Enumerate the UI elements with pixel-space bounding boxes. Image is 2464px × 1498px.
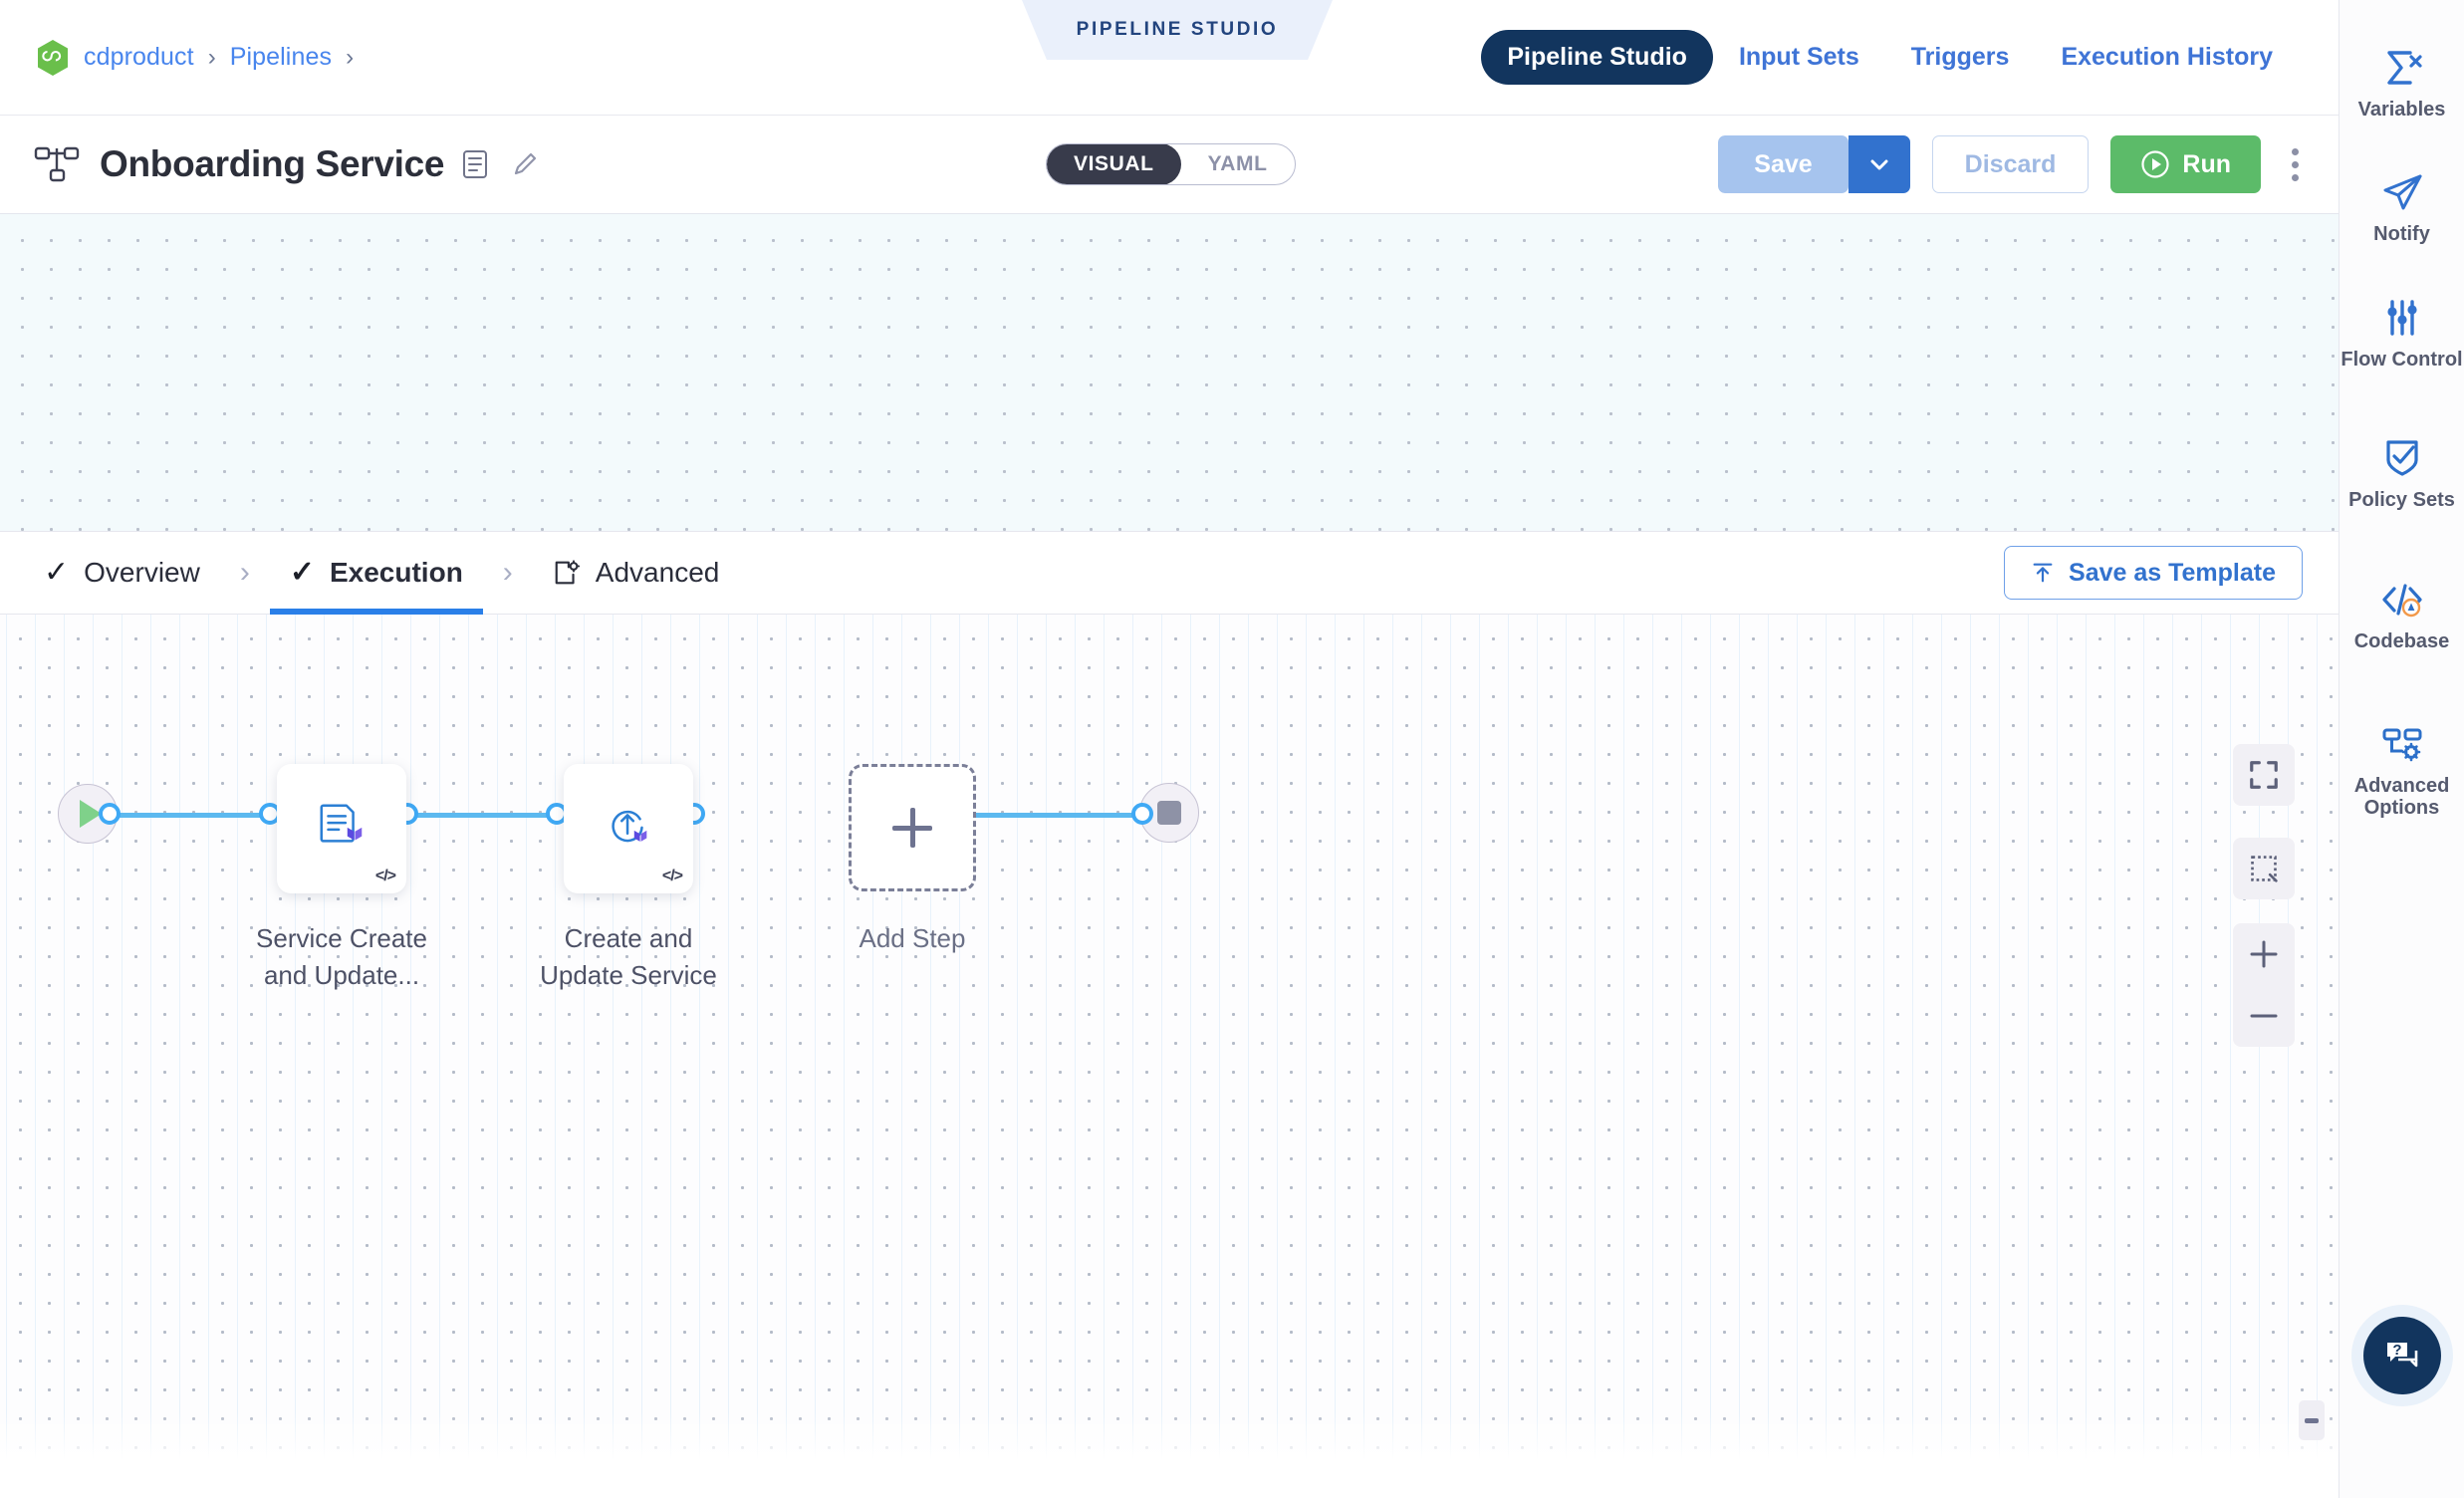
execution-zoom-controls [2233,923,2295,1047]
step1-label-line2: and Update... [263,960,420,991]
check-icon: ✓ [289,556,315,589]
selection-box-button[interactable] [2233,838,2295,899]
tab-execution-label: Execution [329,557,463,588]
run-button[interactable]: Run [2110,135,2261,193]
tab-execution[interactable]: ✓ Execution [269,531,483,615]
step2-label-line1: Create and [564,923,693,953]
tab-separator-2: › [502,556,513,589]
document-icon[interactable] [462,149,488,179]
rail-item-policy-sets[interactable]: Policy Sets [2340,436,2464,511]
play-circle-icon [2140,149,2170,179]
tab-overview[interactable]: ✓ Overview [40,531,204,615]
save-as-template-label: Save as Template [2069,558,2276,587]
breadcrumb-separator: › [207,43,216,71]
stage-graph-canvas[interactable]: </> Create and Update Service Add Stage [0,214,2339,531]
rail-label-flow-control: Flow Control [2341,348,2463,371]
pipeline-nodes-icon [34,144,80,184]
nav-tab-execution-history[interactable]: Execution History [2061,43,2273,71]
edge-add-to-end [968,813,1167,818]
rail-item-codebase[interactable]: Codebase [2340,580,2464,652]
toggle-visual[interactable]: VISUAL [1047,144,1181,184]
discard-button[interactable]: Discard [1931,135,2090,193]
toggle-yaml[interactable]: YAML [1207,152,1268,175]
stop-icon [1157,801,1181,825]
breadcrumb-item-cdproduct[interactable]: cdproduct [84,43,194,71]
nodes-gear-icon [2379,724,2425,764]
breadcrumb-item-pipelines[interactable]: Pipelines [229,43,333,71]
terraform-apply-icon [602,799,655,853]
add-step-label: Add Step [859,923,966,953]
visual-yaml-toggle[interactable]: VISUAL YAML [1046,143,1296,185]
fit-to-screen-button[interactable] [2233,744,2295,806]
pipeline-studio-banner-label: PIPELINE STUDIO [1076,19,1279,40]
upload-template-icon [2031,561,2055,585]
nav-tab-input-sets[interactable]: Input Sets [1738,43,1859,71]
nav-tab-triggers[interactable]: Triggers [1910,43,2010,71]
rail-label-policy-sets: Policy Sets [2348,489,2455,512]
code-warning-icon [2379,580,2425,620]
save-button[interactable]: Save [1718,135,1848,193]
rail-item-flow-control[interactable]: Flow Control [2340,298,2464,371]
tab-separator-1: › [239,556,250,589]
rail-label-advanced-options: Advanced Options [2353,774,2450,820]
tab-advanced-label: Advanced [595,557,720,588]
edge-start-to-step1 [86,813,374,818]
save-as-template-button[interactable]: Save as Template [2004,546,2303,600]
step-node-service-create-and-update[interactable]: </> [277,764,406,893]
sigma-x-icon [2380,48,2424,88]
step-code-badge: </> [661,868,683,884]
step-node-label-1: Service Create and Update... [202,923,481,991]
paper-plane-icon [2380,172,2424,212]
main-column: cdproduct › Pipelines › PIPELINE STUDIO … [0,0,2339,1498]
svg-text:?: ? [2392,1342,2401,1359]
connector-dot-end [1131,803,1153,825]
top-navigation: Pipeline Studio Input Sets Triggers Exec… [1481,30,2339,85]
zoom-out-button[interactable] [2233,985,2295,1047]
add-step-button[interactable] [849,764,976,891]
step-node-label-2: Create and Update Service [489,923,768,991]
zoom-in-button[interactable] [2233,923,2295,985]
pencil-icon[interactable] [510,149,540,179]
save-split-button: Save [1718,135,1910,193]
document-gear-icon [553,559,581,587]
step2-label-line2: Update Service [540,960,717,991]
step-code-badge: </> [374,868,396,884]
tab-advanced[interactable]: Advanced [549,531,724,615]
canvas-scrollbar-thumb[interactable] [2299,1400,2325,1440]
save-dropdown-chevron-down-icon[interactable] [1848,135,1910,193]
breadcrumb-separator-2: › [346,43,355,71]
breadcrumb-bar: cdproduct › Pipelines › PIPELINE STUDIO … [0,0,2339,116]
rail-item-variables[interactable]: Variables [2340,48,2464,121]
check-icon: ✓ [44,556,70,589]
shield-check-icon [2380,436,2424,478]
right-rail: Variables Notify Flow Control [2339,0,2464,1498]
help-button[interactable]: ? [2362,1317,2441,1394]
run-button-label: Run [2182,149,2231,178]
stage-config-tabs: ✓ Overview › ✓ Execution › Advanced [0,531,2339,615]
nav-tab-pipeline-studio[interactable]: Pipeline Studio [1481,30,1713,85]
step1-label-line1: Service Create [256,923,427,953]
connector-dot-start [99,803,121,825]
rail-label-codebase: Codebase [2353,629,2450,652]
sliders-icon [2380,298,2424,338]
chat-question-icon: ? [2382,1336,2422,1375]
play-icon [80,800,102,828]
tab-overview-label: Overview [84,557,200,588]
rail-item-advanced-options[interactable]: Advanced Options [2340,724,2464,820]
title-actions: Save Discard Run [1718,135,2303,193]
execution-graph-canvas[interactable]: </> Service Create and Update... </> [0,615,2339,1498]
kebab-menu-icon[interactable] [2287,138,2303,190]
execution-canvas-controls [2233,744,2295,899]
rail-label-notify: Notify [2373,223,2430,246]
rail-item-notify[interactable]: Notify [2340,172,2464,245]
pipeline-studio-banner: PIPELINE STUDIO [1022,0,1333,60]
step-node-create-and-update-service[interactable]: </> [564,764,693,893]
page-title: Onboarding Service [100,143,445,184]
harness-logo-icon [36,39,70,77]
rail-label-variables: Variables [2357,99,2446,121]
terraform-plan-icon [315,799,369,853]
pipeline-title-bar: Onboarding Service VISUAL YAML Save [0,116,2339,214]
